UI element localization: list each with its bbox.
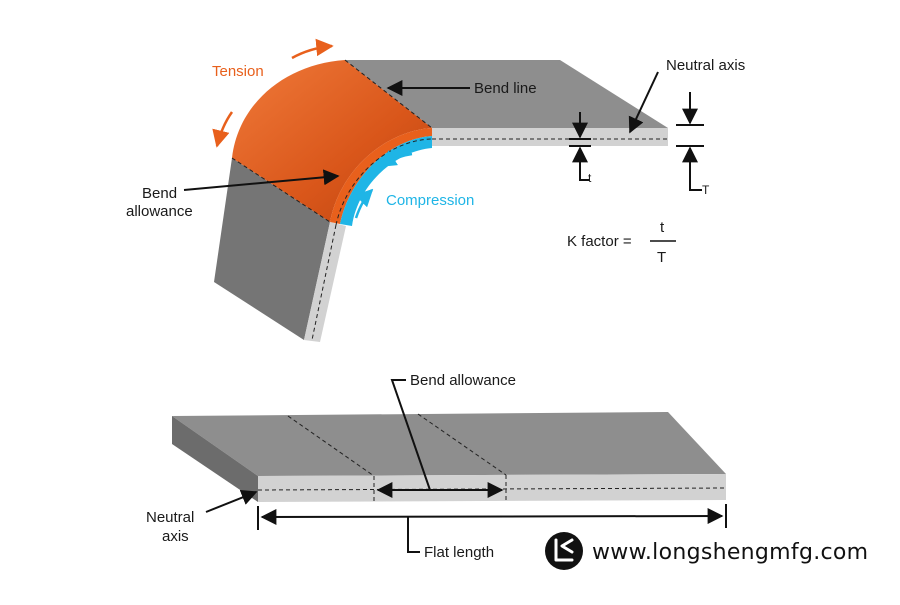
- bend-zone-line-left: [287, 415, 375, 477]
- tension-arrow-top: [291, 38, 334, 60]
- k-factor-denominator: T: [657, 249, 666, 266]
- tension-rim: [330, 128, 432, 224]
- neutral-axis-label-top: Neutral axis: [666, 57, 745, 74]
- k-factor-lhs: K factor =: [567, 233, 632, 250]
- vertical-leg-edge: [304, 222, 346, 342]
- bend-line-bottom: [231, 157, 331, 223]
- bend-zone-line-right: [417, 413, 507, 476]
- watermark: www.longshengmfg.com: [545, 532, 868, 570]
- T-dimension: T: [676, 92, 710, 197]
- compression-label: Compression: [386, 192, 474, 209]
- flat-sheet-top-face: [172, 412, 726, 476]
- tension-label: Tension: [212, 63, 264, 80]
- bend-line-label: Bend line: [474, 80, 537, 97]
- neutral-axis-label-bottom-2: axis: [162, 528, 189, 545]
- vertical-leg-face: [214, 158, 330, 340]
- tension-arrow-left: [212, 111, 234, 148]
- neutral-axis-label-bottom-1: Neutral: [146, 509, 194, 526]
- flat-sheet-side-face: [172, 416, 258, 502]
- bend-allowance-label-bottom: Bend allowance: [410, 372, 516, 389]
- flat-sheet-front-edge: [258, 474, 726, 502]
- flange-edge: [432, 128, 668, 146]
- neutral-axis-pointer-top: [628, 71, 659, 134]
- neutral-axis-bend: [335, 138, 433, 226]
- flat-sheet: [172, 412, 727, 502]
- bend-allowance-label-top-1: Bend: [142, 185, 177, 202]
- neutral-axis-leg: [311, 224, 337, 341]
- k-factor-formula: K factor = t T: [567, 219, 676, 266]
- bent-sheet: [214, 59, 668, 342]
- flange-top-face: [345, 60, 668, 128]
- t-dimension: t: [569, 112, 592, 185]
- neutral-axis-pointer-bottom: [205, 489, 258, 513]
- bend-allowance-pointer-top: [183, 169, 340, 191]
- flat-length-label: Flat length: [424, 544, 494, 561]
- bend-line-top: [344, 59, 433, 129]
- flat-length-leader: [407, 517, 420, 553]
- watermark-url: www.longshengmfg.com: [592, 540, 868, 565]
- k-factor-numerator: t: [660, 219, 665, 236]
- longsheng-logo-icon: [545, 532, 583, 570]
- t-label: t: [588, 171, 592, 185]
- bend-allowance-leader: [390, 379, 431, 491]
- compression-arrow-lower: [354, 188, 374, 219]
- compression-arrow-upper: [378, 150, 413, 168]
- T-label: T: [702, 183, 710, 197]
- bend-allowance-label-top-2: allowance: [126, 203, 193, 220]
- flat-length-dim-arrow: [260, 508, 724, 525]
